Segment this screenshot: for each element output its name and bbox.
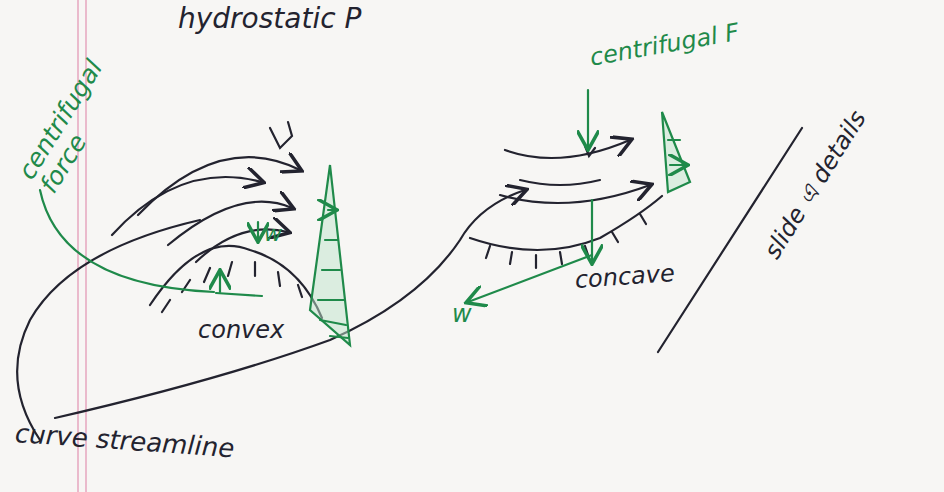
weight-label: w (452, 302, 472, 327)
heading-note: hydrostatic P (178, 4, 361, 33)
surface-label: convex (198, 318, 284, 343)
surface-label: concave (574, 261, 675, 293)
weight-label: w (264, 222, 282, 245)
side-note: slide এ details (760, 107, 871, 264)
streamline-label: curve streamline (14, 420, 235, 463)
force-label: centrifugal F (588, 20, 741, 71)
force-label: centrifugal force (14, 43, 138, 198)
